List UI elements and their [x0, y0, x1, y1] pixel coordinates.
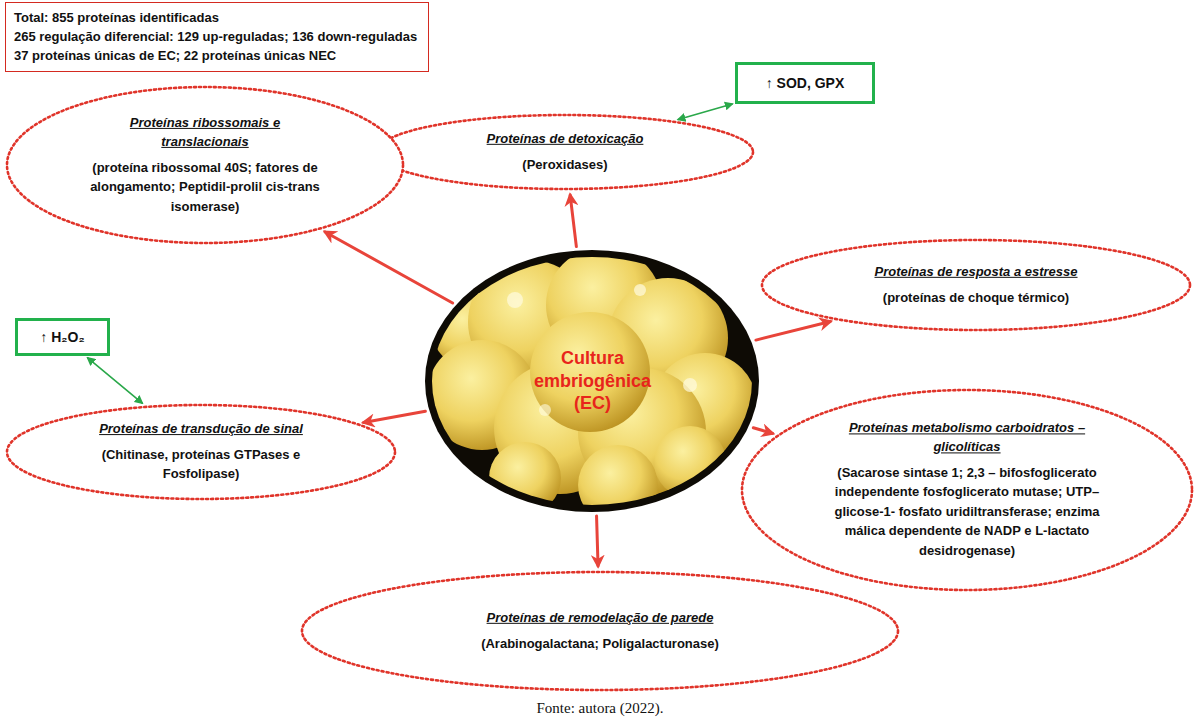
result-text: ↑ SOD, GPX	[766, 75, 845, 91]
text-group: Total: 855 proteínas identificadas265 re…	[14, 9, 417, 66]
category-oval: Proteínas de transdução de sinal (Chitina…	[5, 403, 397, 501]
category-oval: Proteínas de detoxicação (Peroxidases)	[375, 113, 755, 191]
body-text: (Arabinogalactana; Poligalacturonase)	[440, 634, 760, 654]
oval-border	[7, 87, 403, 243]
culture-center: Cultura embriogênica (EC)	[425, 250, 760, 512]
connector-arrow	[678, 104, 732, 119]
summary-box: Total: 855 proteínas identificadas265 re…	[5, 2, 429, 72]
dashed-oval-outline	[300, 570, 900, 692]
category-oval: Proteínas de resposta a estresse (proteín…	[760, 238, 1192, 332]
connector-arrow	[756, 321, 831, 340]
text-group: Proteínas de resposta a estresse (proteín…	[826, 263, 1126, 307]
oval-border	[377, 115, 753, 189]
body-text: (Chitinase, proteínas GTPases e Fosfolip…	[71, 445, 331, 484]
figure-caption: Fonte: autora (2022).	[0, 700, 1200, 717]
text-group: Proteínas de remodelação de parede (Arabi…	[440, 609, 760, 653]
category-heading: Proteínas de transdução de sinal	[71, 420, 331, 439]
summary-line: 37 proteínas únicas de EC; 22 proteínas …	[14, 46, 417, 65]
body-text: (Peroxidases)	[440, 155, 690, 175]
dashed-oval-outline	[375, 113, 755, 191]
dashed-oval-outline	[760, 238, 1192, 332]
oval-border	[762, 240, 1190, 330]
connector-arrow	[325, 232, 453, 303]
connector-arrow	[88, 358, 142, 403]
body-text: (Sacarose sintase 1; 2,3 – bifosfoglicer…	[817, 463, 1117, 561]
oval-border	[742, 390, 1192, 590]
text-group: ↑ H₂O₂	[40, 329, 84, 345]
summary-line: 265 regulação diferencial: 129 up-regula…	[14, 28, 417, 47]
connector-arrow	[753, 428, 772, 434]
text-group: Cultura embriogênica (EC)	[530, 347, 655, 415]
result-box: ↑ H₂O₂	[15, 318, 110, 356]
oval-border	[302, 572, 898, 690]
connector-arrow	[364, 411, 426, 422]
text-group: Proteínas metabolismo carboidratos – gli…	[817, 419, 1117, 560]
result-box: ↑ SOD, GPX	[735, 62, 875, 104]
category-heading: Proteínas de detoxicação	[440, 130, 690, 149]
summary-line: Total: 855 proteínas identificadas	[14, 9, 417, 28]
connector-arrow	[570, 195, 576, 247]
category-heading: Proteínas de remodelação de parede	[440, 609, 760, 628]
text-group: ↑ SOD, GPX	[766, 75, 845, 91]
text-group: Proteínas ribossomais e translacionais (p…	[88, 114, 323, 216]
category-oval: Proteínas de remodelação de parede (Arabi…	[300, 570, 900, 692]
category-oval: Proteínas metabolismo carboidratos – gli…	[740, 388, 1194, 592]
text-group: Proteínas de transdução de sinal (Chitina…	[71, 420, 331, 484]
category-oval: Proteínas ribossomais e translacionais (p…	[5, 85, 405, 245]
text-group: Proteínas de detoxicação (Peroxidases)	[440, 130, 690, 174]
body-text: (proteína ribossomal 40S; fatores de alo…	[88, 158, 323, 217]
center-label: Cultura embriogênica (EC)	[530, 347, 655, 415]
category-heading: Proteínas de resposta a estresse	[826, 263, 1126, 282]
category-heading: Proteínas metabolismo carboidratos – gli…	[817, 419, 1117, 457]
body-text: (proteínas de choque térmico)	[826, 288, 1126, 308]
oval-border	[7, 405, 395, 499]
connector-arrow	[597, 516, 599, 566]
result-text: ↑ H₂O₂	[40, 329, 84, 345]
category-heading: Proteínas ribossomais e translacionais	[88, 114, 323, 152]
